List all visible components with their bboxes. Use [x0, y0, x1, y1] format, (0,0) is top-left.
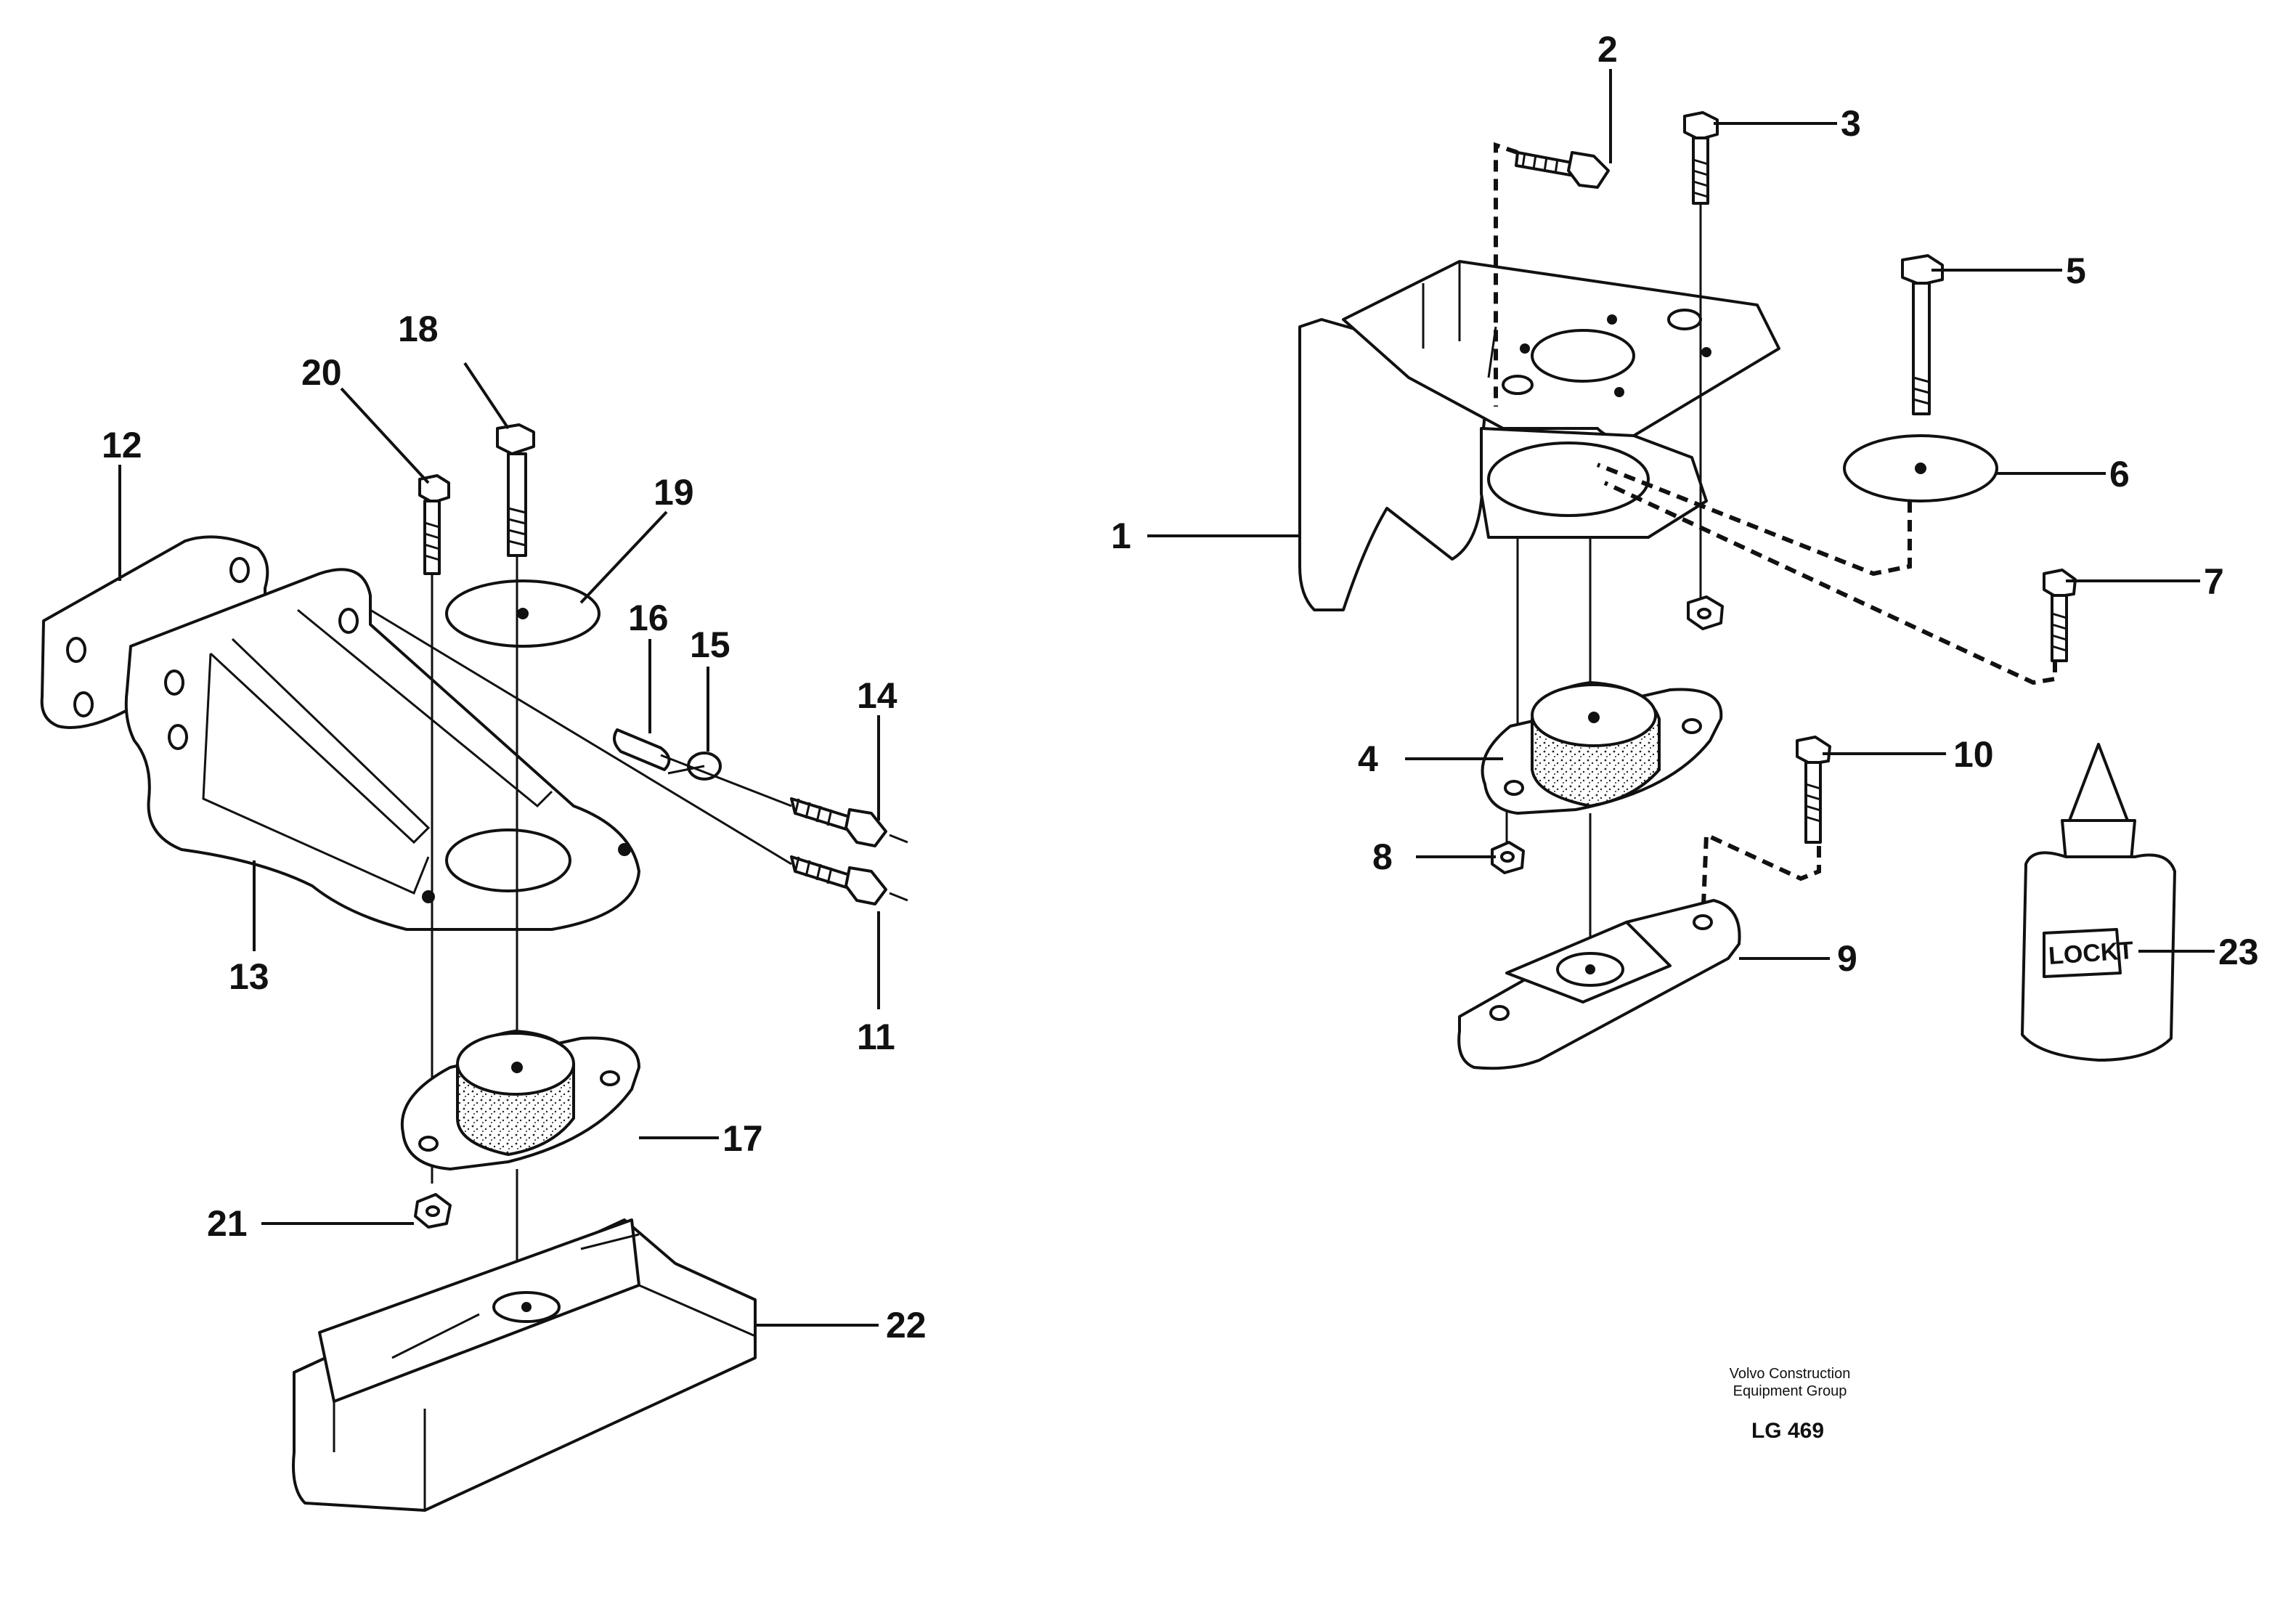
- bolt-14: [790, 797, 887, 847]
- bolt-20: [418, 474, 450, 575]
- callout-19: 19: [654, 472, 694, 513]
- footer: Volvo Construction Equipment Group LG 46…: [1730, 1366, 1851, 1443]
- callout-5: 5: [2066, 251, 2086, 291]
- callout-16: 16: [628, 598, 669, 638]
- callout-23: 23: [2218, 932, 2259, 972]
- callout-15: 15: [690, 624, 730, 665]
- mounting-plate-12: [40, 535, 269, 729]
- bolt-5: [1901, 254, 1944, 415]
- bolt-2: [1515, 151, 1610, 189]
- callout-1: 1: [1111, 516, 1131, 556]
- rubber-mount-4: [1481, 680, 1723, 815]
- callout-12: 12: [102, 425, 142, 465]
- callout-21: 21: [207, 1203, 248, 1244]
- callout-13: 13: [229, 956, 269, 997]
- callout-22: 22: [886, 1305, 927, 1346]
- callout-6: 6: [2109, 454, 2130, 494]
- bolt-10: [1796, 736, 1831, 844]
- bolt-7: [2043, 569, 2077, 662]
- base-plate-9: [1457, 899, 1741, 1070]
- company-name-line2: Equipment Group: [1733, 1383, 1847, 1399]
- company-name-line1: Volvo Construction: [1730, 1366, 1851, 1382]
- callout-14: 14: [857, 675, 897, 716]
- callout-7: 7: [2204, 561, 2224, 602]
- callout-numbers: 1 2 3 4 5 6 7 8 9 10 11 12 13 14 15 16 1…: [102, 29, 2259, 1346]
- rubber-mount-17: [400, 1029, 640, 1171]
- bolt-3: [1683, 111, 1719, 205]
- callout-8: 8: [1372, 836, 1393, 877]
- callout-20: 20: [301, 352, 342, 393]
- callout-18: 18: [398, 309, 439, 349]
- spacer-sleeve-16: [613, 728, 671, 771]
- callout-9: 9: [1837, 938, 1857, 979]
- callout-3: 3: [1841, 103, 1861, 144]
- base-block-22: [292, 1218, 757, 1512]
- nut-21: [414, 1193, 452, 1229]
- bolt-18: [496, 423, 535, 557]
- washer-6: [1843, 434, 1998, 502]
- nut-8: [1491, 841, 1525, 874]
- callout-17: 17: [722, 1118, 763, 1159]
- nut-unlabeled: [1687, 595, 1724, 630]
- bolt-11: [790, 855, 887, 905]
- callout-10: 10: [1953, 734, 1994, 775]
- callout-4: 4: [1358, 738, 1378, 779]
- callout-11: 11: [857, 1017, 895, 1057]
- threadlocker-bottle-23: [2021, 743, 2176, 1062]
- leader-lines: [118, 69, 2215, 1327]
- engine-bracket-13: [124, 568, 640, 931]
- bottle-label: LOCKT: [2048, 937, 2135, 970]
- drawing-reference: LG 469: [1751, 1419, 1824, 1443]
- engine-bracket-1: [1298, 260, 1780, 611]
- callout-2: 2: [1597, 29, 1618, 70]
- washer-19: [445, 579, 601, 648]
